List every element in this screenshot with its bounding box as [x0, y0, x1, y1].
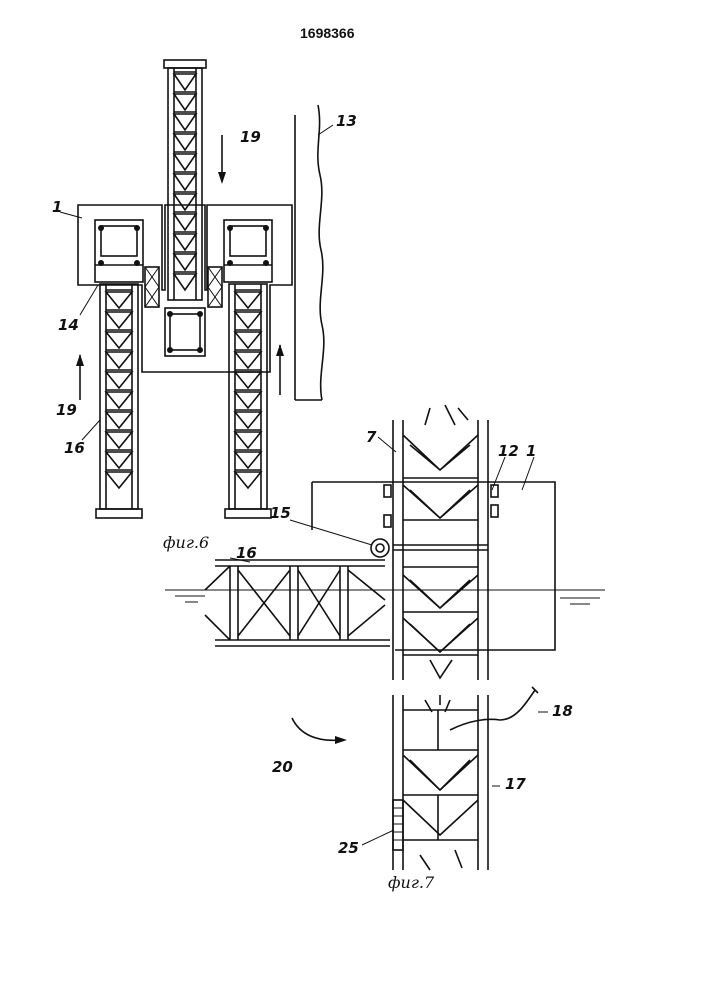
truss-bay: [235, 372, 261, 388]
rotation-arrow-20: [292, 718, 347, 744]
label-horizontal-leg-16: 16: [236, 544, 257, 562]
truss-bay: [106, 452, 132, 468]
truss-bay: [106, 352, 132, 368]
truss-bay: [106, 412, 132, 428]
truss-bay: [174, 94, 196, 110]
truss-bay: [106, 472, 132, 488]
truss-bay: [235, 392, 261, 408]
truss-bay: [235, 332, 261, 348]
truss-bay: [174, 274, 196, 290]
water-level: [165, 590, 605, 604]
truss-bay: [174, 234, 196, 250]
truss-bay: [174, 74, 196, 90]
truss-bay: [106, 312, 132, 328]
coupling-25: [393, 800, 403, 850]
truss-bay: [235, 472, 261, 488]
arrow-down: [218, 135, 226, 184]
label-platform-1: 1: [52, 198, 62, 216]
pivot-15: [371, 539, 389, 557]
truss-bay: [235, 432, 261, 448]
caption-fig6: фиг.6: [163, 533, 209, 552]
label-arrow-19-up: 19: [56, 401, 77, 419]
truss-bay: [174, 254, 196, 270]
label-arrow-19-down: 19: [240, 128, 261, 146]
truss-bay: [106, 432, 132, 448]
truss-bay: [174, 174, 196, 190]
figure-6: 1 13 19 14 19 16: [52, 60, 357, 518]
truss-bay: [235, 452, 261, 468]
truss-bay: [235, 312, 261, 328]
truss-bay: [106, 332, 132, 348]
truss-bay: [174, 134, 196, 150]
label-leg-16: 16: [64, 439, 85, 457]
wall: [295, 105, 324, 400]
truss-bay: [235, 352, 261, 368]
truss-bay: [235, 412, 261, 428]
label-roller-14: 14: [58, 316, 79, 334]
label-platform-1-fig7: 1: [526, 442, 536, 460]
truss-bay: [174, 214, 196, 230]
label-coupling-25: 25: [338, 839, 359, 857]
horizontal-leg-16: [205, 560, 390, 646]
truss-bay: [106, 292, 132, 308]
truss-bay: [174, 154, 196, 170]
patent-number: 1698366: [300, 25, 355, 41]
label-rotation-20: 20: [272, 758, 293, 776]
truss-bay: [235, 292, 261, 308]
label-wall-13: 13: [336, 112, 357, 130]
label-leg-section-7: 7: [366, 428, 377, 446]
truss-bay: [174, 114, 196, 130]
label-lower-section-17: 17: [505, 775, 526, 793]
truss-bay: [106, 392, 132, 408]
label-guide-12: 12: [498, 442, 519, 460]
arrow-up-left: [76, 354, 84, 400]
truss-bay: [106, 372, 132, 388]
truss-bay: [174, 194, 196, 210]
label-pivot-15: 15: [270, 504, 291, 522]
figure-7: 7 12 1 15 16 18 17 20 25: [165, 405, 605, 870]
vertical-leg-upper: [393, 405, 488, 680]
caption-fig7: фиг.7: [388, 873, 435, 892]
arrow-up-right: [276, 344, 284, 395]
label-cable-18: 18: [552, 702, 573, 720]
